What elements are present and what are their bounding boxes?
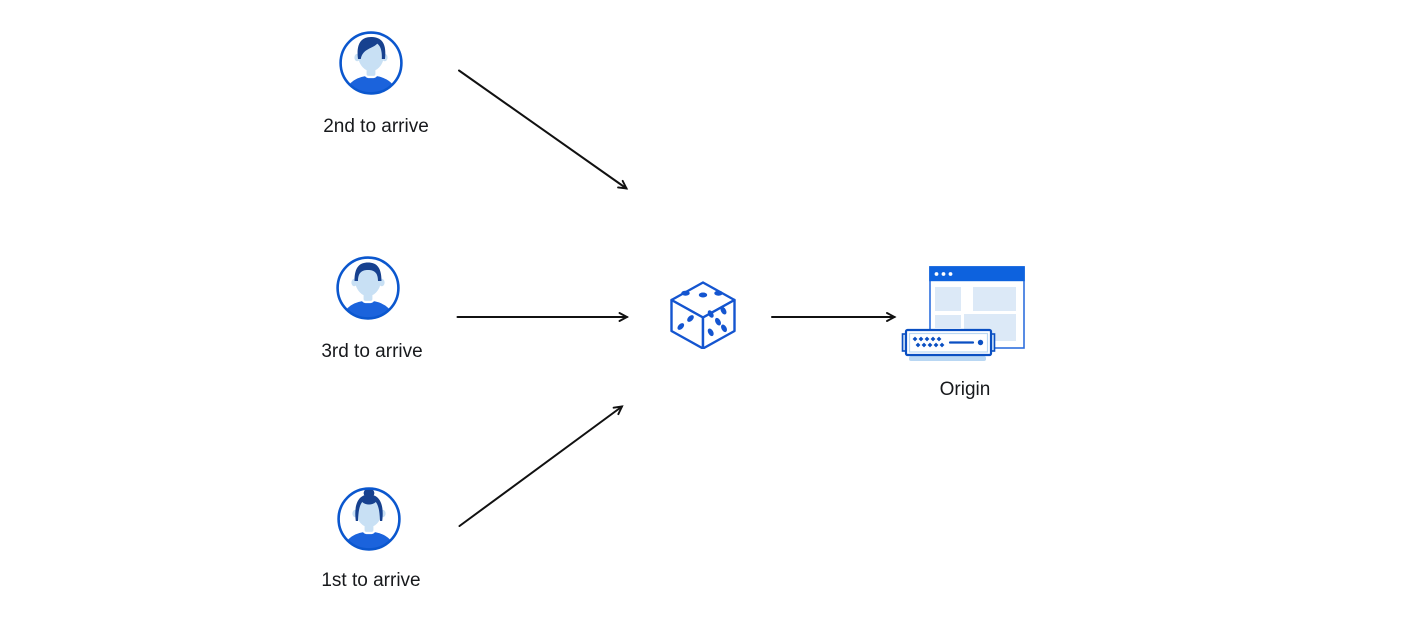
dice-icon xyxy=(670,281,736,349)
avatar-2nd-to-arrive-icon xyxy=(339,31,403,95)
client-label-3rd: 3rd to arrive xyxy=(321,341,423,362)
client-label-2nd: 2nd to arrive xyxy=(323,116,429,137)
avatar-3rd-to-arrive-icon xyxy=(336,256,400,320)
arrow-client2-to-dice xyxy=(458,69,629,190)
avatar-figure xyxy=(343,36,399,94)
avatar-1st-to-arrive-icon xyxy=(337,487,401,551)
client-label-1st: 1st to arrive xyxy=(321,570,421,591)
origin-browser-server-icon xyxy=(901,266,1025,361)
origin-label: Origin xyxy=(939,379,991,400)
arrow-client1-to-dice xyxy=(458,405,624,527)
server-icon xyxy=(901,328,996,361)
